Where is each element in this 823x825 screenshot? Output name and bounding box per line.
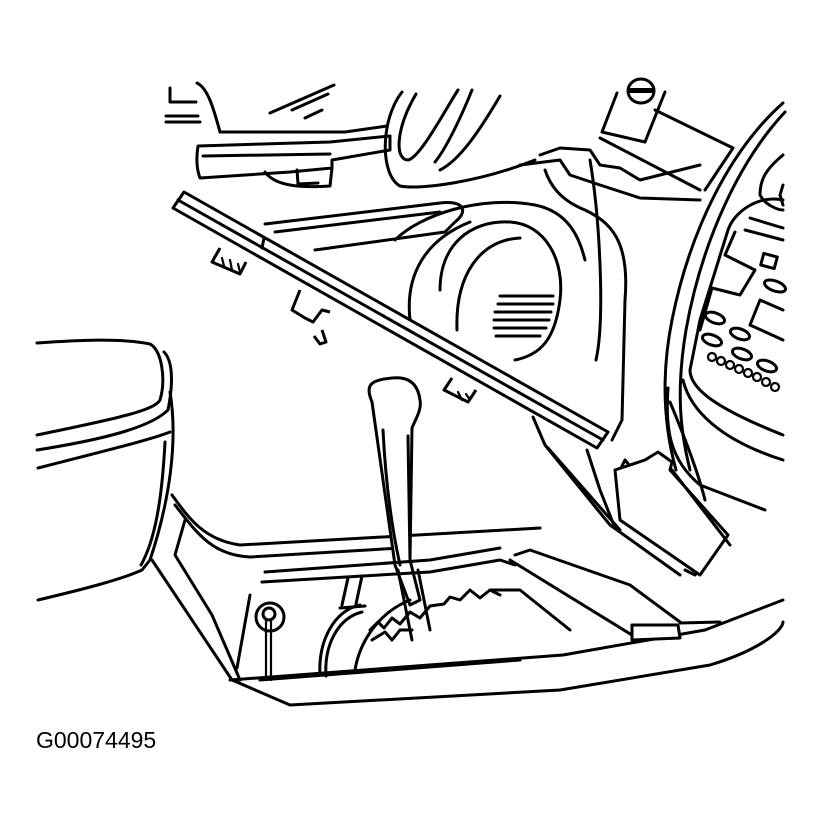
radio-control-panel xyxy=(663,101,787,512)
shift-indicator-gate xyxy=(150,518,785,707)
figure-id-label: G00074495 xyxy=(36,727,157,753)
console-trim-panel xyxy=(171,190,732,577)
screw-fastener xyxy=(598,77,735,192)
steering-column-shroud xyxy=(164,81,537,189)
shift-lever-knob xyxy=(367,376,432,642)
instrument-panel-lower-trim xyxy=(263,146,702,442)
armrest xyxy=(35,338,542,602)
